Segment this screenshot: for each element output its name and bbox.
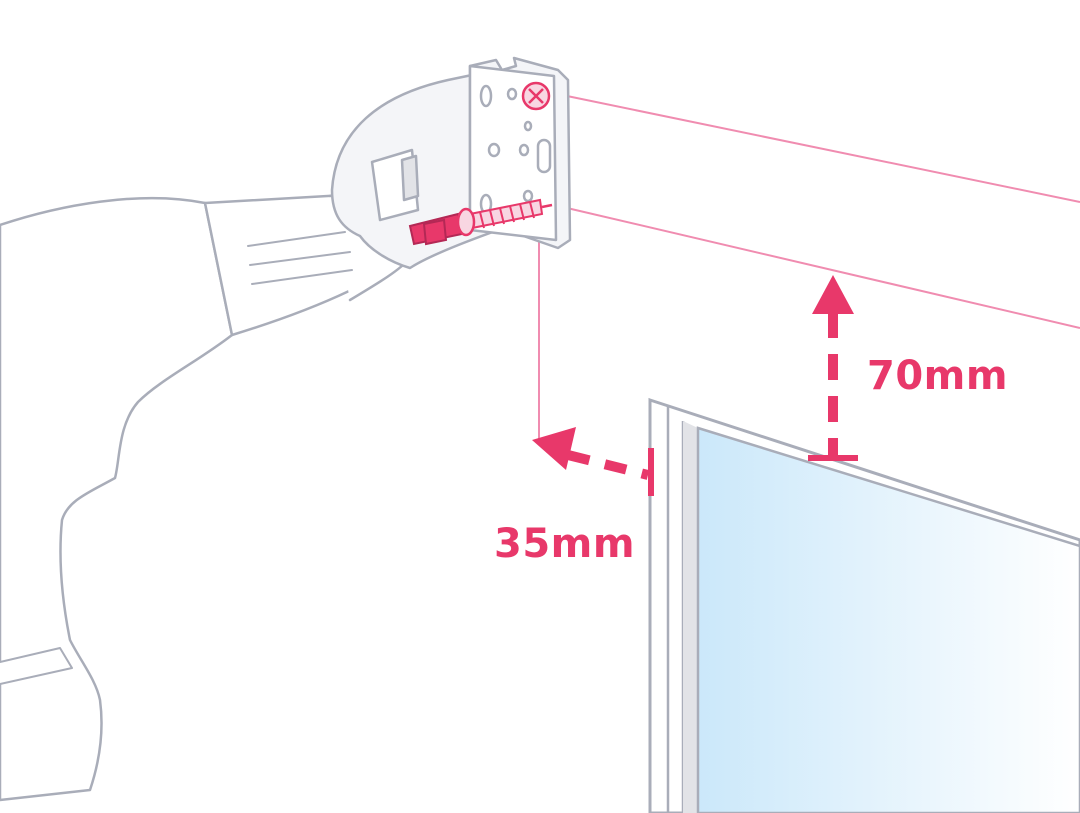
drill-handle <box>0 196 234 802</box>
screw-thread <box>479 201 535 229</box>
guide-line-top <box>566 95 1080 203</box>
dimension-arrow-horizontal <box>532 427 654 496</box>
dimension-arrow-vertical <box>808 275 858 461</box>
screw-tip <box>541 203 553 209</box>
bracket-hole-4 <box>523 120 533 132</box>
dimension-label-horizontal: 35mm <box>494 521 636 567</box>
drill-grip-line-1 <box>247 231 346 247</box>
screw-cross-top <box>528 88 544 104</box>
dimension-label-vertical: 70mm <box>867 353 1009 399</box>
drill-bit-collar <box>422 218 448 246</box>
arrowhead-left-icon <box>532 427 576 470</box>
window-glass <box>696 426 1080 813</box>
bracket-clip-inner <box>400 154 420 202</box>
screw-head <box>456 207 476 237</box>
installed-screw-icon <box>521 81 551 111</box>
drill-grip-line-3 <box>251 269 353 285</box>
window-frame-shadow <box>683 421 698 813</box>
window <box>648 397 1080 813</box>
bracket-hole-2 <box>487 142 501 158</box>
arrowhead-up-icon <box>812 275 854 314</box>
guide-line-bottom <box>566 207 1080 329</box>
power-drill-icon <box>0 192 412 802</box>
bracket-slot-2 <box>536 138 552 174</box>
bracket-hole-3 <box>518 143 530 157</box>
drill-battery-label <box>0 647 73 685</box>
screw-icon <box>408 198 553 246</box>
dimension-dash-horizontal <box>566 450 650 480</box>
bracket-slot-1 <box>479 84 493 108</box>
drill-grip-line-2 <box>249 251 351 266</box>
bracket-hole-1 <box>506 87 518 101</box>
bracket-hole-6 <box>522 189 534 203</box>
guide-lines <box>538 95 1080 440</box>
